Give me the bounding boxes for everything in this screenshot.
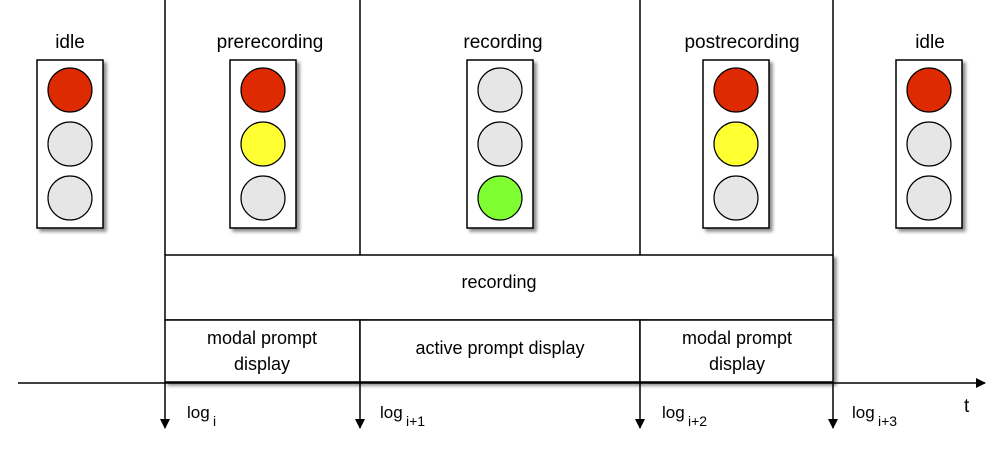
traffic-light-lamp (47, 121, 93, 167)
log-label-subscript: i+2 (688, 413, 707, 429)
traffic-light-lamp (906, 175, 952, 221)
log-label-base: log (852, 403, 875, 422)
recording-box-label: recording (461, 272, 536, 292)
prompt-box-label: modal prompt (207, 328, 317, 348)
traffic-light-lamp (240, 121, 286, 167)
traffic-light (36, 59, 104, 229)
log-label: log i (187, 403, 216, 429)
traffic-light-lamp (477, 175, 523, 221)
stage-label: prerecording (217, 32, 324, 53)
prompt-box-label: display (709, 354, 765, 374)
prompt-box (639, 319, 834, 383)
traffic-light-lamp (713, 121, 759, 167)
log-label: log i+1 (380, 403, 425, 429)
traffic-light-lamp (47, 67, 93, 113)
traffic-light-lamp (47, 175, 93, 221)
stage-label: idle (915, 32, 945, 53)
recording-box (164, 254, 834, 321)
log-label-subscript: i+1 (406, 413, 425, 429)
stage-label: recording (463, 32, 542, 53)
log-label: log i+3 (852, 403, 897, 429)
time-axis-label: t (964, 396, 970, 417)
log-label-base: log (187, 403, 210, 422)
traffic-light (229, 59, 297, 229)
traffic-light-lamp (713, 175, 759, 221)
traffic-light-lamp (906, 67, 952, 113)
stage-label: idle (55, 32, 85, 53)
traffic-light-lamp (906, 121, 952, 167)
traffic-light-lamp (240, 67, 286, 113)
log-label-subscript: i+3 (878, 413, 897, 429)
prompt-box-label: active prompt display (415, 338, 584, 358)
log-label: log i+2 (662, 403, 707, 429)
traffic-light-lamp (240, 175, 286, 221)
traffic-light-lamp (713, 67, 759, 113)
log-label-base: log (662, 403, 685, 422)
prompt-box-label: modal prompt (682, 328, 792, 348)
log-label-base: log (380, 403, 403, 422)
stage-label: postrecording (684, 32, 799, 53)
phase-separators (164, 0, 834, 255)
stage-labels: idle prerecording recording postrecordin… (55, 32, 945, 53)
traffic-light (895, 59, 963, 229)
traffic-light (466, 59, 534, 229)
traffic-light (702, 59, 770, 229)
traffic-light-lamp (477, 67, 523, 113)
traffic-light-lamp (477, 121, 523, 167)
prompt-box-label: display (234, 354, 290, 374)
log-label-subscript: i (213, 413, 216, 429)
recording-box-group (164, 254, 834, 383)
log-markers (160, 383, 838, 429)
